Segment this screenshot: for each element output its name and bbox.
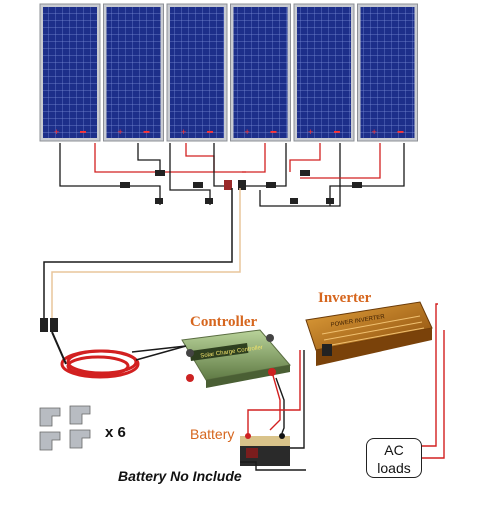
mounting-brackets [39, 405, 91, 451]
solar-panel: + [230, 3, 291, 142]
panel-negative-mark [207, 131, 213, 133]
pv-main-cable [40, 188, 241, 332]
panel-positive-mark: + [54, 127, 59, 137]
solar-panel: + [357, 3, 418, 142]
solar-panel: + [103, 3, 164, 142]
panel-negative-mark [270, 131, 277, 133]
panel-positive-mark: + [118, 127, 123, 137]
panel-negative-mark [334, 131, 340, 133]
panel-negative-mark [80, 131, 86, 133]
panel-negative-mark [397, 131, 404, 133]
solar-panel: + [293, 3, 355, 142]
solar-panel-array: + + + + + + [39, 3, 418, 142]
panel-positive-mark: + [308, 127, 313, 137]
battery [240, 433, 290, 466]
panel-positive-mark: + [181, 127, 186, 137]
inverter-label: Inverter [318, 290, 372, 306]
battery-label: Battery [190, 426, 235, 442]
battery-note: Battery No Include [118, 468, 242, 484]
solar-panel: + [39, 3, 101, 142]
cable-coil [51, 331, 187, 379]
ac-loads-box: AC loads [366, 438, 422, 478]
solar-panel: + [166, 3, 228, 142]
combiner-wiring [59, 143, 405, 207]
controller-label: Controller [190, 314, 258, 330]
ac-loads-line2: loads [377, 460, 411, 476]
panel-positive-mark: + [372, 127, 377, 137]
bracket-quantity-label: x 6 [105, 424, 126, 441]
charge-controller: Solar Charge Controller [181, 329, 291, 388]
panel-negative-mark [143, 131, 150, 133]
ac-loads-line1: AC [384, 442, 404, 458]
panel-positive-mark: + [245, 127, 250, 137]
system-wiring [131, 303, 445, 471]
power-inverter: POWER INVERTER [305, 301, 433, 366]
